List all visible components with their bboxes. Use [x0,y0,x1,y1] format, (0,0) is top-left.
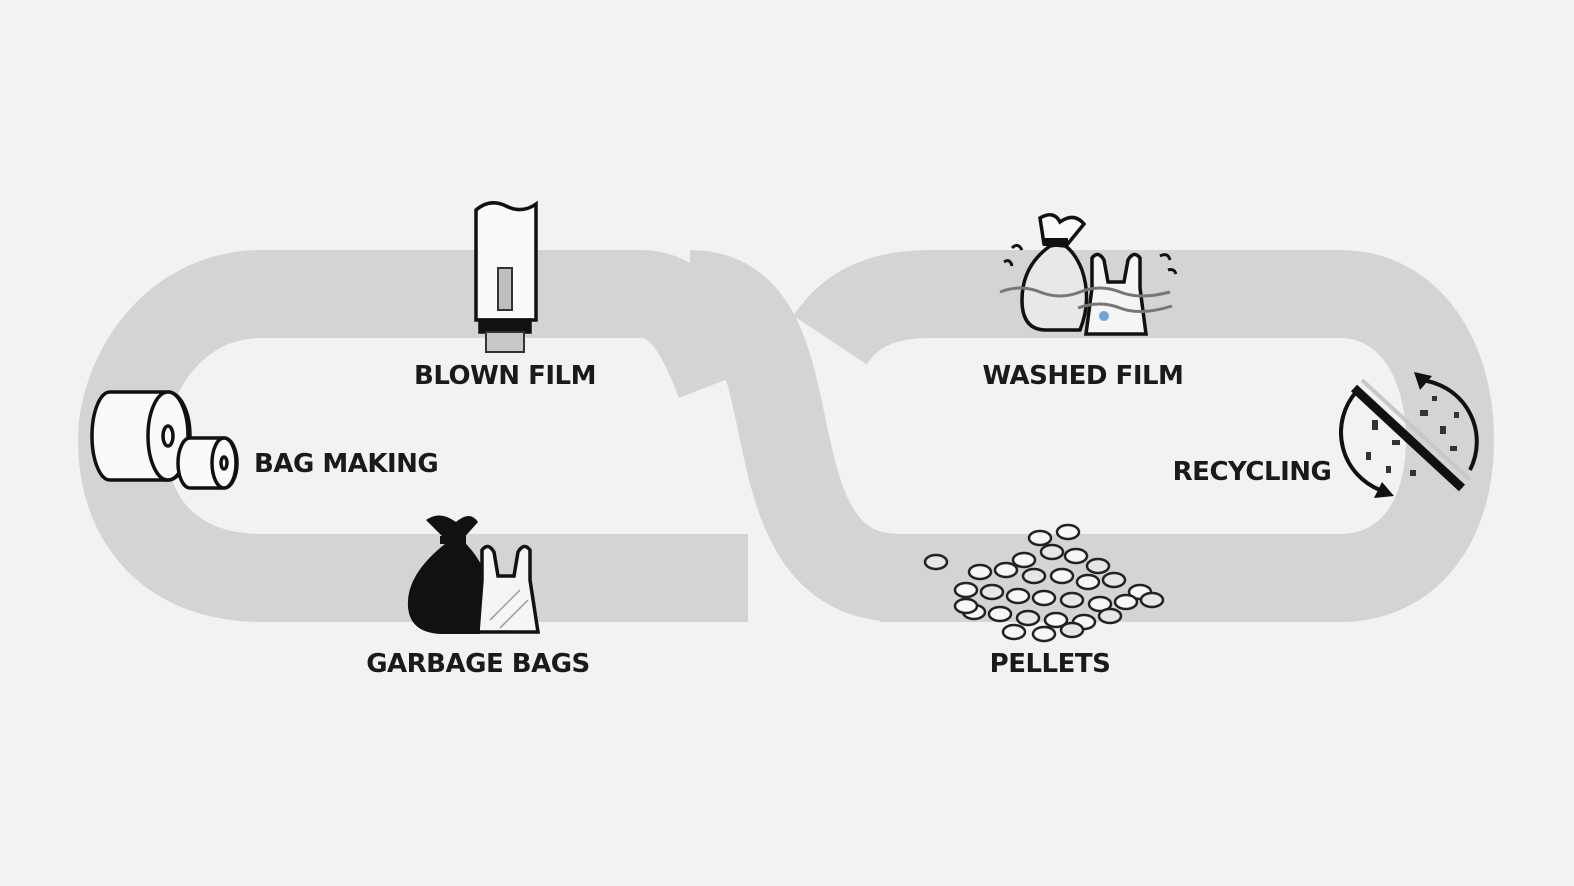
stage-label-pellets: PELLETS [990,649,1111,679]
stage-label-bag-making: BAG MAKING [254,449,438,479]
pellet [967,563,993,581]
pellet [1015,609,1041,627]
pellet [979,583,1005,601]
pellet [1139,591,1165,609]
pellet [1021,567,1047,585]
blown-film-tube-icon [474,200,538,353]
pellet [993,561,1019,579]
right-loop-track [793,250,1495,622]
pellet [1031,589,1057,607]
garbage-and-plastic-bags-icon [407,515,541,634]
pellet [1101,571,1127,589]
pellet [1049,567,1075,585]
stage-label-washed-film: WASHED FILM [983,361,1184,391]
pellet [1075,573,1101,591]
pellet [1085,557,1111,575]
pellet [1011,551,1037,569]
pellet [953,581,979,599]
plastic-pellets-icon [923,523,1165,643]
pellet [1087,595,1113,613]
stage-label-garbage-bags: GARBAGE BAGS [366,649,590,679]
pellet [1059,591,1085,609]
pellet [1063,547,1089,565]
film-rolls-icon [90,390,239,490]
pellet [1039,543,1065,561]
pellet [1027,529,1053,547]
stage-label-recycling: RECYCLING [1173,457,1332,487]
pellet [1043,611,1069,629]
plastic-flakes [1366,396,1459,476]
loop-track [77,250,1495,622]
pellet [1001,623,1027,641]
pellet [923,553,949,571]
pellet [1113,593,1139,611]
pellet [1005,587,1031,605]
left-loop-track [77,250,762,622]
pellet [1059,621,1085,639]
pellet [1055,523,1081,541]
pellet [987,605,1013,623]
washing-bags-icon [999,213,1178,336]
pellet [1097,607,1123,625]
crossover-track [686,250,903,622]
shredding-recycle-icon [1339,372,1479,498]
stage-label-blown-film: BLOWN FILM [414,361,596,391]
pellet [953,597,979,615]
pellet [1031,625,1057,643]
